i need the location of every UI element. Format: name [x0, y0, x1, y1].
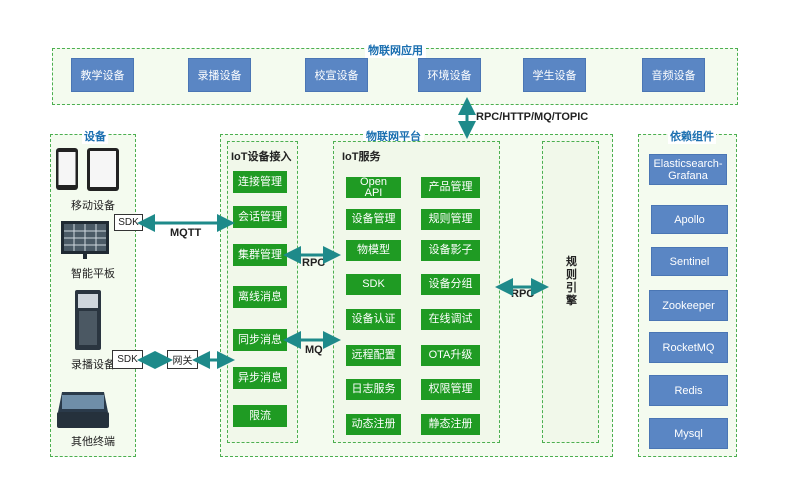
access-item-offline[interactable]: 离线消息: [233, 286, 287, 308]
dep-redis[interactable]: Redis: [649, 375, 728, 406]
device-label-recording: 录播设备: [71, 359, 115, 371]
devices-zone-title: 设备: [82, 128, 108, 144]
iot-application-title: 物联网应用: [365, 42, 426, 58]
dep-elasticsearch-grafana[interactable]: Elasticsearch-Grafana: [649, 154, 727, 185]
service-sdk[interactable]: SDK: [346, 274, 401, 295]
service-dynamic-register[interactable]: 动态注册: [346, 414, 401, 435]
service-product-management[interactable]: 产品管理: [421, 177, 480, 198]
rule-engine-char-4: 擎: [566, 295, 577, 307]
dep-mysql[interactable]: Mysql: [649, 418, 728, 449]
iot-service-title: IoT服务: [342, 151, 381, 163]
connector-top-label: RPC/HTTP/MQ/TOPIC: [476, 111, 589, 123]
service-thing-model[interactable]: 物模型: [346, 240, 401, 261]
dep-rocketmq[interactable]: RocketMQ: [649, 332, 728, 363]
smart-board-icon: [61, 221, 109, 259]
service-log[interactable]: 日志服务: [346, 379, 401, 400]
recording-device-icon: [75, 290, 101, 350]
service-permission-management[interactable]: 权限管理: [421, 379, 480, 400]
device-label-smart-board: 智能平板: [71, 268, 115, 280]
other-terminal-icon: [57, 392, 109, 428]
rule-engine-char-1: 规: [566, 256, 577, 268]
app-item-audio[interactable]: 音频设备: [642, 58, 705, 92]
access-item-cluster[interactable]: 集群管理: [233, 244, 287, 266]
tablet-icon: [87, 148, 119, 191]
rule-engine-panel: 规 则 引 擎: [542, 141, 599, 443]
device-access-title: IoT设备接入: [231, 151, 292, 163]
dependencies-zone-title: 依赖组件: [668, 128, 716, 144]
mobile-phone-icon: [56, 148, 78, 190]
service-ota-upgrade[interactable]: OTA升级: [421, 345, 480, 366]
dep-zookeeper[interactable]: Zookeeper: [649, 290, 728, 321]
rule-engine-label: 规 则 引 擎: [543, 256, 600, 308]
access-item-connection[interactable]: 连接管理: [233, 171, 287, 193]
service-static-register[interactable]: 静态注册: [421, 414, 480, 435]
iot-application-zone: 物联网应用: [52, 42, 738, 105]
app-item-teaching[interactable]: 教学设备: [71, 58, 134, 92]
device-label-mobile: 移动设备: [71, 200, 115, 212]
service-device-management[interactable]: 设备管理: [346, 209, 401, 230]
service-rule-management[interactable]: 规则管理: [421, 209, 480, 230]
rule-engine-char-3: 引: [566, 282, 577, 294]
dep-sentinel[interactable]: Sentinel: [651, 247, 728, 276]
service-remote-config[interactable]: 远程配置: [346, 345, 401, 366]
service-device-group[interactable]: 设备分组: [421, 274, 480, 295]
service-open-api[interactable]: Open API: [346, 176, 401, 198]
app-item-recording[interactable]: 录播设备: [188, 58, 251, 92]
access-item-session[interactable]: 会话管理: [233, 206, 287, 228]
app-item-environment[interactable]: 环境设备: [418, 58, 481, 92]
access-item-sync[interactable]: 同步消息: [233, 329, 287, 351]
dep-apollo[interactable]: Apollo: [651, 205, 728, 234]
access-item-async[interactable]: 异步消息: [233, 367, 287, 389]
service-device-auth[interactable]: 设备认证: [346, 309, 401, 330]
device-label-other: 其他终端: [71, 436, 115, 448]
platform-zone-title: 物联网平台: [363, 128, 424, 144]
rule-engine-char-2: 则: [566, 269, 577, 281]
app-item-student[interactable]: 学生设备: [523, 58, 586, 92]
service-device-shadow[interactable]: 设备影子: [421, 240, 480, 261]
access-item-rate-limit[interactable]: 限流: [233, 405, 287, 427]
service-online-debug[interactable]: 在线调试: [421, 309, 480, 330]
app-item-campus[interactable]: 校宣设备: [305, 58, 368, 92]
